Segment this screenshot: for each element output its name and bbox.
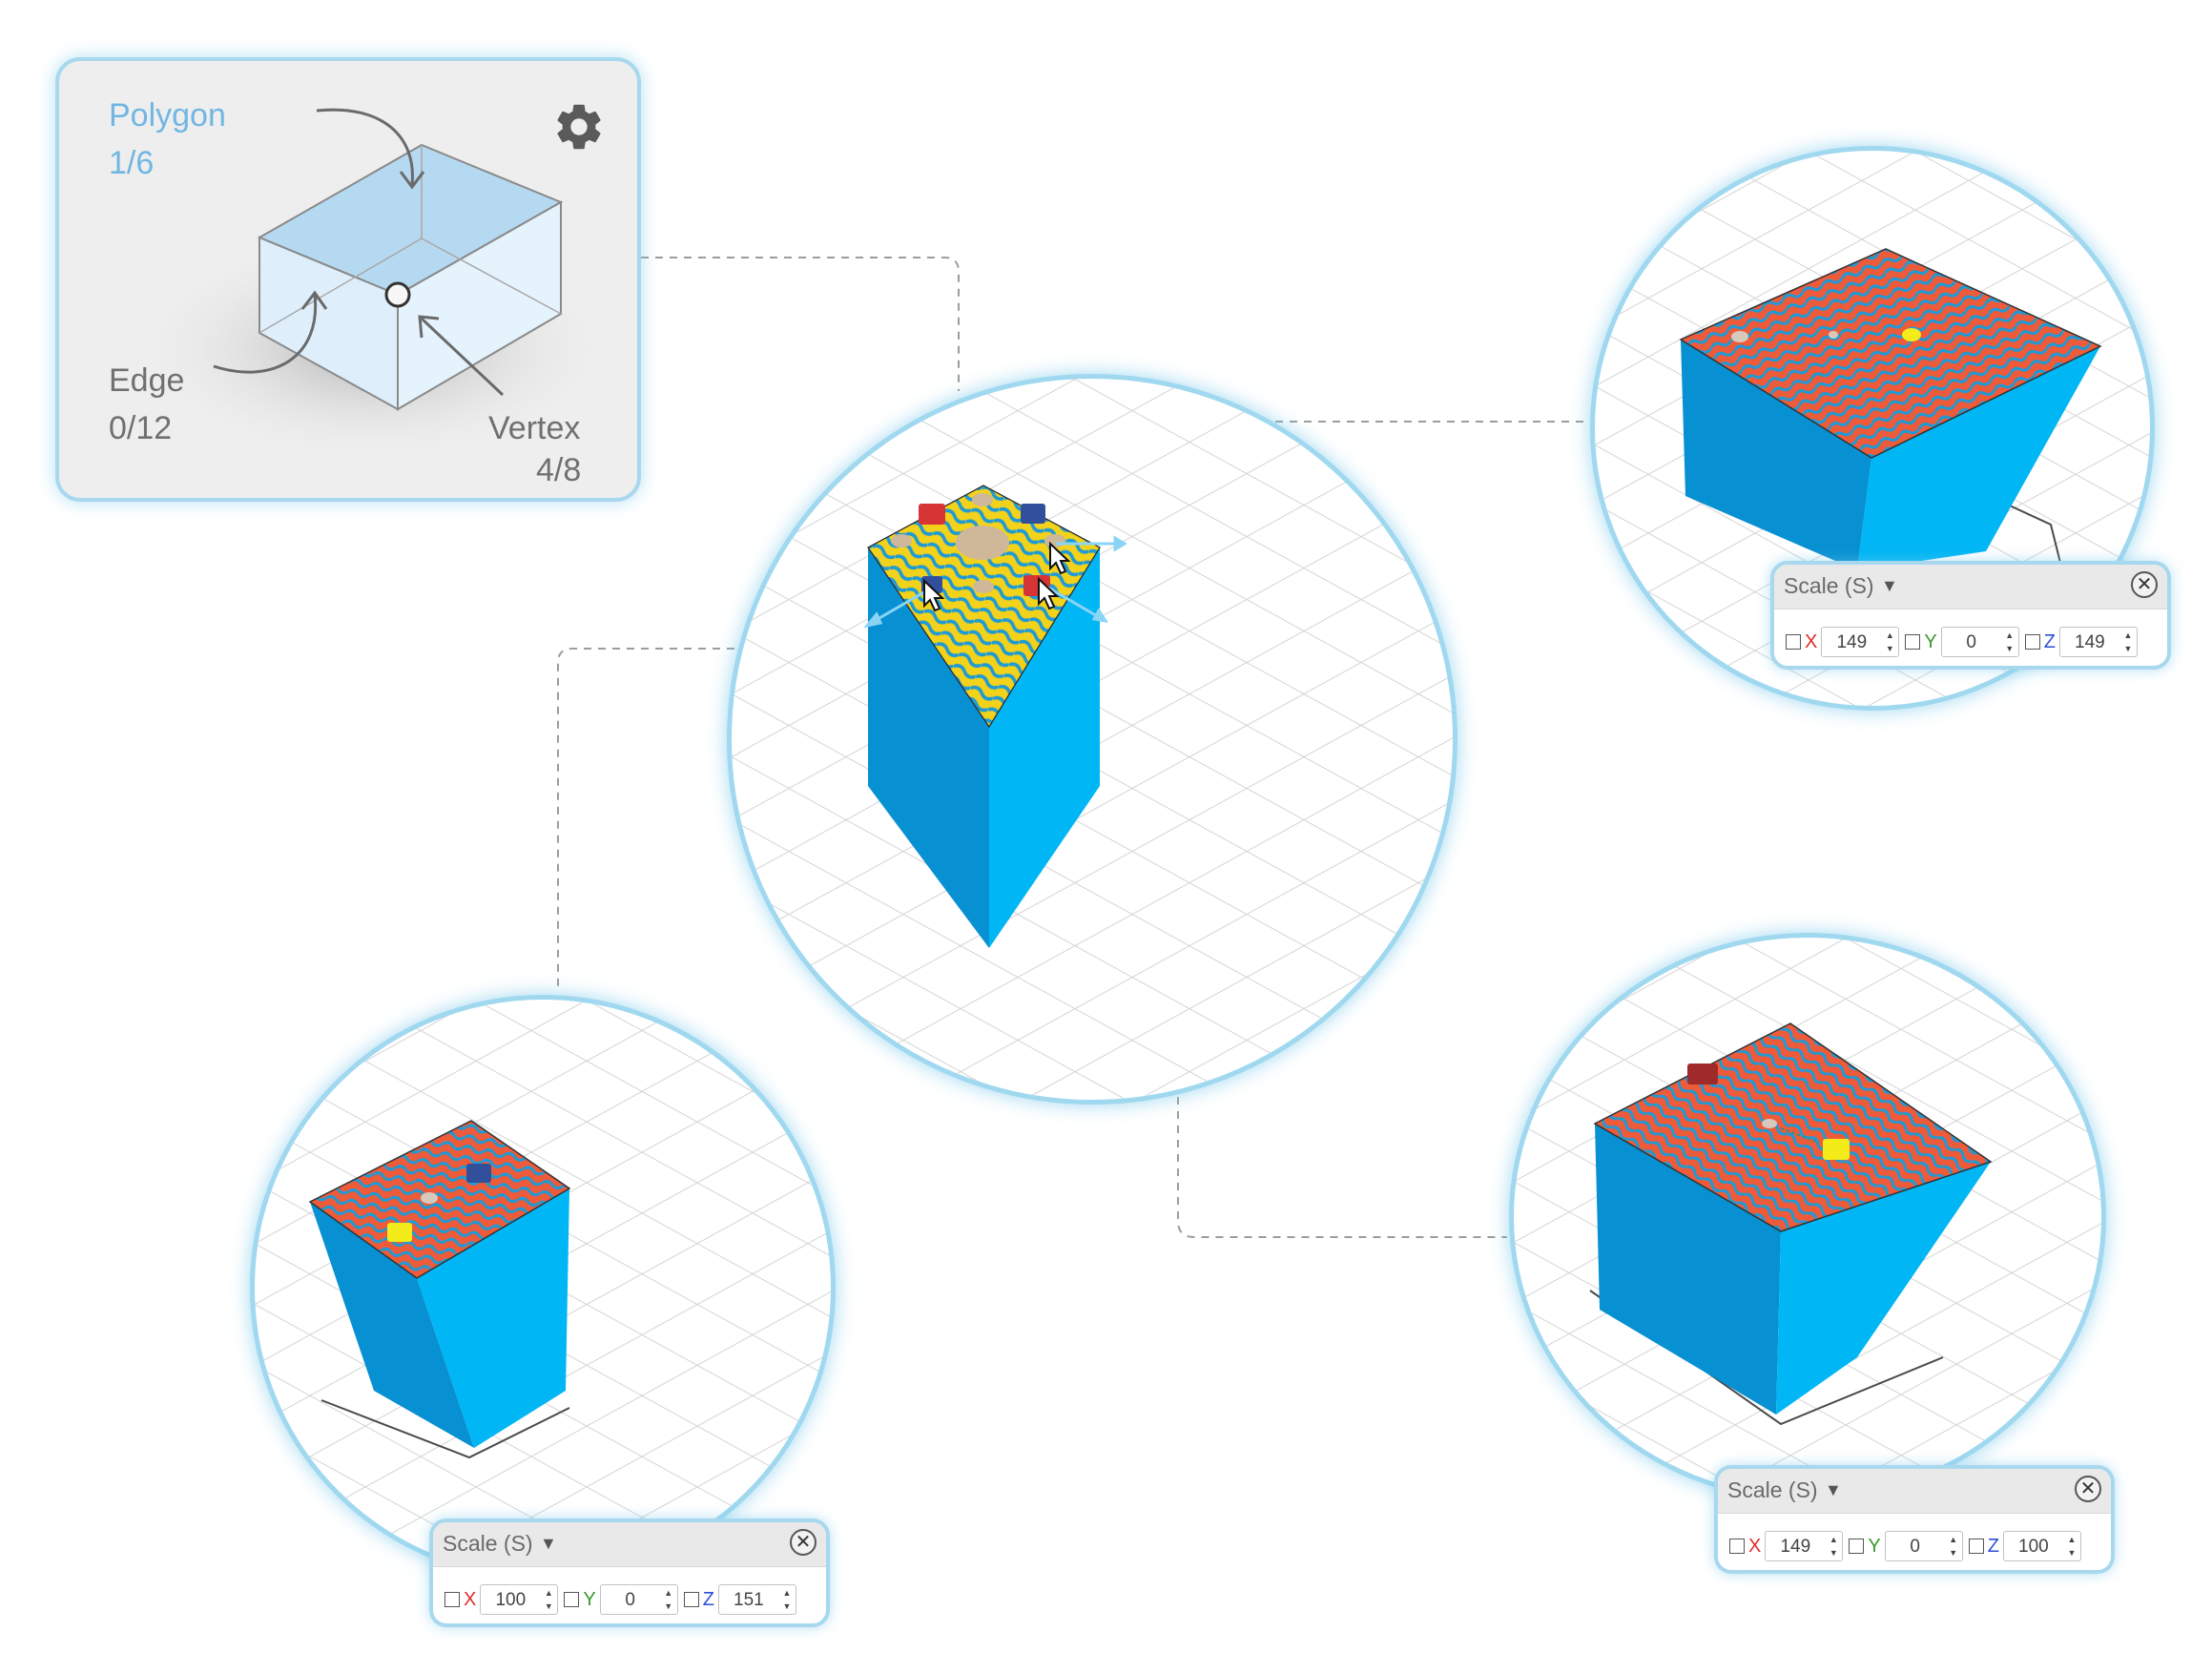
spin-up-icon[interactable]: ▲: [1885, 630, 1894, 640]
vertex-handle-red[interactable]: [919, 504, 945, 525]
selection-info-panel: Polygon 1/6 Edge 0/12 Vertex 4/8: [55, 57, 641, 502]
z-lock-checkbox[interactable]: [1968, 1539, 1984, 1554]
scale-direction-arrows: [863, 535, 1127, 629]
x-scale-stepper[interactable]: ▲▼: [542, 1587, 555, 1612]
x-axis-label: X: [1805, 630, 1818, 652]
spin-up-icon[interactable]: ▲: [664, 1588, 673, 1598]
z-scale-input[interactable]: 151▲▼: [717, 1584, 796, 1615]
y-lock-checkbox[interactable]: [1905, 634, 1921, 650]
vertex-handle-red[interactable]: [1687, 1064, 1718, 1084]
spin-down-icon[interactable]: ▼: [2123, 644, 2133, 653]
polygon-label[interactable]: Polygon: [109, 97, 226, 134]
spin-up-icon[interactable]: ▲: [2123, 630, 2133, 640]
y-scale-stepper[interactable]: ▲▼: [1947, 1534, 1960, 1559]
spin-down-icon[interactable]: ▼: [1949, 1548, 1958, 1558]
spin-down-icon[interactable]: ▼: [664, 1601, 673, 1611]
z-scale-stepper[interactable]: ▲▼: [2121, 630, 2135, 654]
z-scale-stepper[interactable]: ▲▼: [780, 1587, 794, 1612]
y-scale-input[interactable]: 0▲▼: [1940, 627, 2019, 657]
edge-label[interactable]: Edge: [109, 362, 185, 399]
x-lock-checkbox[interactable]: [1786, 634, 1801, 650]
z-lock-checkbox[interactable]: [683, 1592, 699, 1607]
x-scale-input[interactable]: 149▲▼: [1821, 627, 1900, 657]
x-scale-input[interactable]: 100▲▼: [480, 1584, 559, 1615]
scale-title[interactable]: Scale (S): [1784, 573, 1874, 598]
z-scale-input[interactable]: 100▲▼: [2002, 1531, 2081, 1561]
y-scale-stepper[interactable]: ▲▼: [662, 1587, 675, 1612]
close-button[interactable]: ✕: [2131, 571, 2158, 598]
polygon-count: 1/6: [109, 145, 155, 181]
spin-down-icon[interactable]: ▼: [1885, 644, 1894, 653]
spin-up-icon[interactable]: ▲: [1829, 1535, 1838, 1544]
x-scale-stepper[interactable]: ▲▼: [1883, 630, 1896, 654]
y-lock-checkbox[interactable]: [1849, 1539, 1865, 1554]
edge-count: 0/12: [109, 410, 173, 446]
y-axis-label: Y: [1868, 1535, 1881, 1557]
scale-panel-header: Scale (S) ▼ ✕: [433, 1522, 826, 1567]
cube-model[interactable]: [867, 485, 1101, 948]
spin-down-icon[interactable]: ▼: [2067, 1548, 2077, 1558]
vertex-handle-blue[interactable]: [1021, 504, 1045, 524]
scale-axis-row: X 149▲▼ Y 0▲▼ Z 100▲▼: [1729, 1530, 2087, 1562]
vertex-handle-blue[interactable]: [466, 1164, 491, 1183]
viewport-polygon-select[interactable]: [727, 374, 1457, 1105]
scale-tool-panel: Scale (S) ▼ ✕ X 149▲▼ Y 0▲▼ Z 149▲▼: [1770, 561, 2171, 670]
vertex-count: 4/8: [536, 452, 582, 488]
close-button[interactable]: ✕: [790, 1529, 817, 1556]
x-scale-input[interactable]: 149▲▼: [1765, 1531, 1844, 1561]
x-axis-label: X: [464, 1588, 477, 1610]
scale-title[interactable]: Scale (S): [443, 1531, 533, 1556]
scale-tool-panel: Scale (S) ▼ ✕ X 149▲▼ Y 0▲▼ Z 100▲▼: [1714, 1465, 2115, 1574]
cube-diagram: [135, 108, 612, 462]
cursor-icon: [923, 541, 1071, 612]
z-axis-label: Z: [1987, 1535, 1999, 1557]
dropdown-caret-icon[interactable]: ▼: [1825, 1480, 1842, 1499]
dropdown-caret-icon[interactable]: ▼: [540, 1534, 557, 1553]
vertex-handle-yellow[interactable]: [1902, 328, 1921, 341]
y-scale-input[interactable]: 0▲▼: [1884, 1531, 1963, 1561]
spin-down-icon[interactable]: ▼: [1829, 1548, 1838, 1558]
spin-up-icon[interactable]: ▲: [1949, 1535, 1958, 1544]
x-scale-stepper[interactable]: ▲▼: [1827, 1534, 1840, 1559]
z-axis-label: Z: [2043, 630, 2056, 652]
viewport-scale-z-151[interactable]: [250, 995, 836, 1580]
scale-title[interactable]: Scale (S): [1727, 1477, 1818, 1502]
y-axis-label: Y: [1924, 630, 1937, 652]
y-scale-input[interactable]: 0▲▼: [599, 1584, 678, 1615]
y-lock-checkbox[interactable]: [564, 1592, 580, 1607]
y-axis-label: Y: [583, 1588, 596, 1610]
z-scale-stepper[interactable]: ▲▼: [2065, 1534, 2078, 1559]
y-scale-stepper[interactable]: ▲▼: [2003, 630, 2016, 654]
gear-icon[interactable]: [551, 99, 607, 155]
spin-up-icon[interactable]: ▲: [2005, 630, 2015, 640]
spin-down-icon[interactable]: ▼: [782, 1601, 792, 1611]
cube-model[interactable]: [308, 1120, 571, 1448]
x-lock-checkbox[interactable]: [444, 1592, 460, 1607]
spin-down-icon[interactable]: ▼: [2005, 644, 2015, 653]
z-lock-checkbox[interactable]: [2024, 634, 2040, 650]
x-lock-checkbox[interactable]: [1729, 1539, 1745, 1554]
scale-tool-panel: Scale (S) ▼ ✕ X 100▲▼ Y 0▲▼ Z 151▲▼: [429, 1518, 830, 1627]
spin-down-icon[interactable]: ▼: [544, 1601, 553, 1611]
close-button[interactable]: ✕: [2075, 1476, 2101, 1502]
viewport-scale-x-149[interactable]: [1509, 933, 2106, 1501]
vertex-handle-yellow[interactable]: [1823, 1139, 1850, 1160]
z-axis-label: Z: [702, 1588, 714, 1610]
spin-up-icon[interactable]: ▲: [782, 1588, 792, 1598]
cube-model[interactable]: [1679, 248, 2102, 570]
scale-axis-row: X 149▲▼ Y 0▲▼ Z 149▲▼: [1786, 626, 2143, 658]
vertex-handle-yellow[interactable]: [387, 1223, 412, 1242]
x-axis-label: X: [1748, 1535, 1762, 1557]
scale-axis-row: X 100▲▼ Y 0▲▼ Z 151▲▼: [444, 1583, 802, 1616]
dropdown-caret-icon[interactable]: ▼: [1881, 576, 1898, 595]
vertex-label[interactable]: Vertex: [488, 410, 581, 446]
z-scale-input[interactable]: 149▲▼: [2058, 627, 2138, 657]
scale-panel-header: Scale (S) ▼ ✕: [1718, 1469, 2111, 1514]
spin-up-icon[interactable]: ▲: [544, 1588, 553, 1598]
scale-panel-header: Scale (S) ▼ ✕: [1774, 565, 2167, 609]
spin-up-icon[interactable]: ▲: [2067, 1535, 2077, 1544]
center-handle[interactable]: [956, 526, 1009, 560]
